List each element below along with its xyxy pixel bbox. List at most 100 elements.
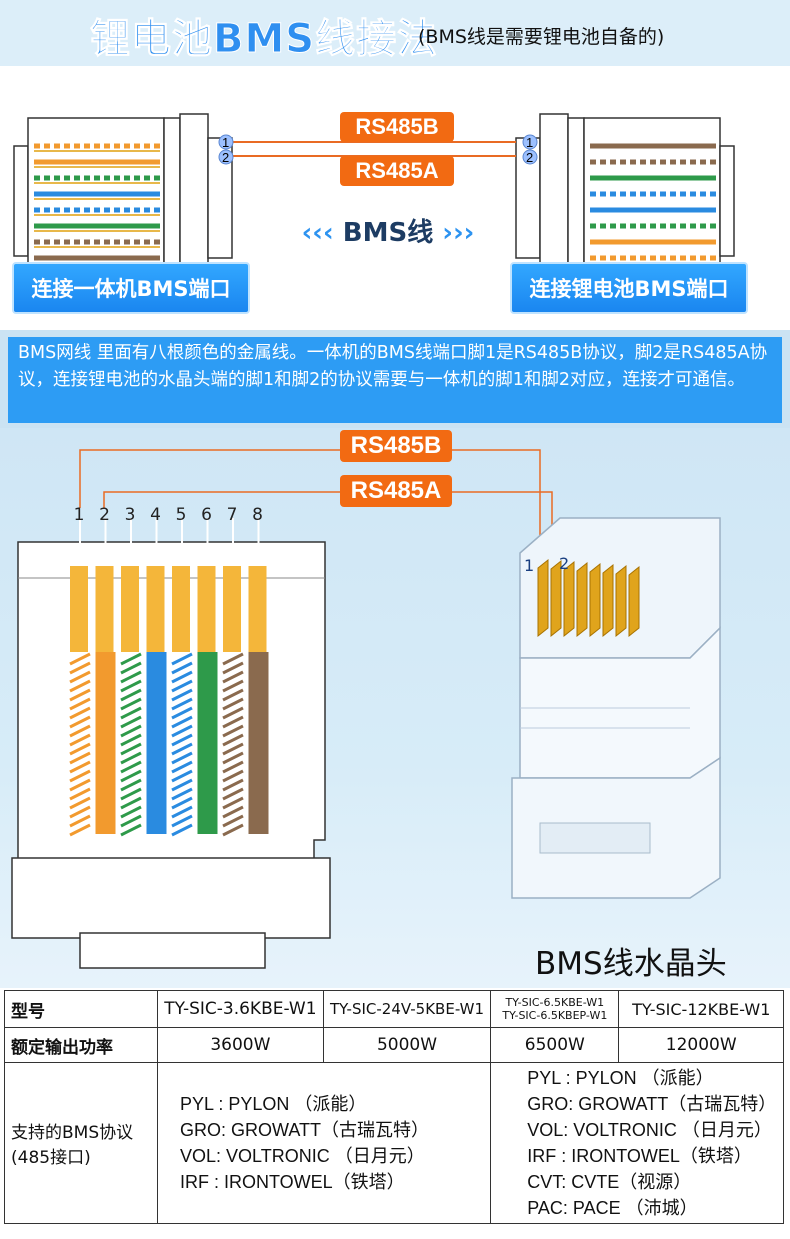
right-pin2-label: 2 (526, 150, 533, 165)
pin-wires (69, 518, 269, 837)
pin-wire-stripe (222, 787, 244, 801)
model-cell: TY-SIC-24V-5KBE-W1 (322, 990, 492, 1028)
pin-wire-stripe (171, 652, 193, 666)
right-wires (590, 143, 716, 261)
pin-wire-stripe (222, 823, 244, 837)
pin-wire-stripe (171, 706, 193, 720)
protocol-list-b: PYL : PYLON （派能） GRO: GROWATT（古瑞瓦特） VOL:… (490, 1062, 784, 1224)
pin-contact (223, 566, 241, 652)
crystal-pin1-label: 1 (524, 556, 535, 575)
crystal-pin (550, 559, 562, 638)
pin-wire-stripe (69, 715, 91, 729)
pin-contact (70, 566, 88, 652)
pin-number: 3 (124, 505, 136, 525)
chevron-left-icon: ‹‹‹ (301, 218, 343, 248)
pin-contact (146, 566, 165, 652)
pin-wire-stripe (222, 751, 244, 765)
crystal-head-caption: BMS线水晶头 (535, 946, 727, 982)
page-subtitle: (BMS线是需要锂电池自备的) (418, 26, 665, 48)
pin-wire-stripe (69, 814, 91, 828)
explanation-text: BMS网线 里面有八根颜色的金属线。一体机的BMS线端口脚1是RS485B协议，… (8, 337, 782, 423)
crystal-pin2-label: 2 (559, 554, 570, 573)
pin-wire-stripe (69, 733, 91, 747)
pin-wire-stripe (69, 652, 91, 666)
pin-wire-stripe (171, 769, 193, 783)
pin-wire-stripe (69, 769, 91, 783)
pin-wire-stripe (120, 724, 142, 738)
pin-wire-stripe (69, 688, 91, 702)
pin-contact (121, 566, 139, 652)
pin-wire-stripe (69, 679, 91, 693)
pin-wire-stripe (171, 796, 193, 810)
pin-wire-stripe (171, 724, 193, 738)
power-cell: 3600W (157, 1027, 324, 1063)
pin-wire-stripe (222, 706, 244, 720)
pin-wire-stripe (171, 688, 193, 702)
pin-wire-stripe (222, 769, 244, 783)
pin-wire-stripe (222, 724, 244, 738)
pin-wire-stripe (69, 796, 91, 810)
pin-wire-stripe (120, 661, 142, 675)
pin-wire-stripe (171, 679, 193, 693)
pin-wire-stripe (69, 706, 91, 720)
pin-wire-stripe (120, 787, 142, 801)
pin-wire-stripe (69, 724, 91, 738)
pin-wire-stripe (120, 805, 142, 819)
pin-number: 7 (226, 505, 238, 525)
pin-wire-stripe (69, 670, 91, 684)
pin-wire-stripe (69, 823, 91, 837)
spec-table: 型号 TY-SIC-3.6KBE-W1 TY-SIC-24V-5KBE-W1 T… (4, 990, 784, 1224)
pin-number: 6 (201, 505, 212, 525)
page-title: 锂电池BMS线接法 (89, 16, 439, 63)
pin-wire-stripe (222, 661, 244, 675)
pin-wire-stripe (222, 742, 244, 756)
pin-wire-stripe (171, 661, 193, 675)
crystal-pin (589, 562, 601, 638)
title-band (0, 0, 790, 66)
power-cell: 5000W (322, 1027, 492, 1063)
pin-wire-stripe (120, 715, 142, 729)
chevron-right-icon: ››› (433, 218, 475, 248)
crystal-pins (537, 558, 640, 638)
table-row: 支持的BMS协议(485接口) PYL : PYLON （派能） GRO: GR… (4, 1062, 784, 1224)
pin-wire-stripe (171, 751, 193, 765)
pin-wire-stripe (69, 742, 91, 756)
rs485b-tag: RS485B (340, 112, 454, 142)
pin-wire-stripe (222, 760, 244, 774)
protocol-list-a: PYL : PYLON （派能） GRO: GROWATT（古瑞瓦特） VOL:… (156, 1062, 492, 1224)
power-cell: 6500W (490, 1027, 620, 1063)
pin-wire-stripe (69, 697, 91, 711)
pin-wire-stripe (120, 778, 142, 792)
table-row: 额定输出功率 3600W 5000W 6500W 12000W (4, 1027, 784, 1063)
pin-wire-stripe (120, 697, 142, 711)
pin-wire-stripe (69, 661, 91, 675)
pin-wire-stripe (120, 814, 142, 828)
pin-wire-stripe (171, 742, 193, 756)
pin-wire-stripe (69, 760, 91, 774)
pin-wire-stripe (171, 697, 193, 711)
power-cell: 12000W (618, 1027, 784, 1063)
pin-wire-stripe (120, 679, 142, 693)
pin-contact (197, 566, 216, 652)
crystal-pin (615, 564, 627, 638)
pin-contact (172, 566, 190, 652)
rs485a-pin-tag: RS485A (340, 475, 452, 507)
pin-wire-stripe (120, 769, 142, 783)
connect-battery-bms-port: 连接锂电池BMS端口 (510, 262, 748, 314)
crystal-pin (628, 565, 640, 638)
pin-wire-stripe (222, 697, 244, 711)
pin-wire-stripe (120, 670, 142, 684)
model-cell: TY-SIC-12KBE-W1 (618, 990, 784, 1028)
pin-wire-stripe (222, 670, 244, 684)
pin-wire-stripe (171, 715, 193, 729)
pin-wire (197, 652, 218, 834)
pin-wire-stripe (120, 706, 142, 720)
connect-inverter-bms-port: 连接一体机BMS端口 (12, 262, 250, 314)
crystal-pin (576, 561, 588, 638)
pin-wire-stripe (69, 787, 91, 801)
pin-wire-stripe (222, 679, 244, 693)
pin-wire-stripe (222, 715, 244, 729)
pin-wire-stripe (171, 787, 193, 801)
bms-line-label: ‹‹‹ BMS线 ››› (301, 218, 475, 248)
